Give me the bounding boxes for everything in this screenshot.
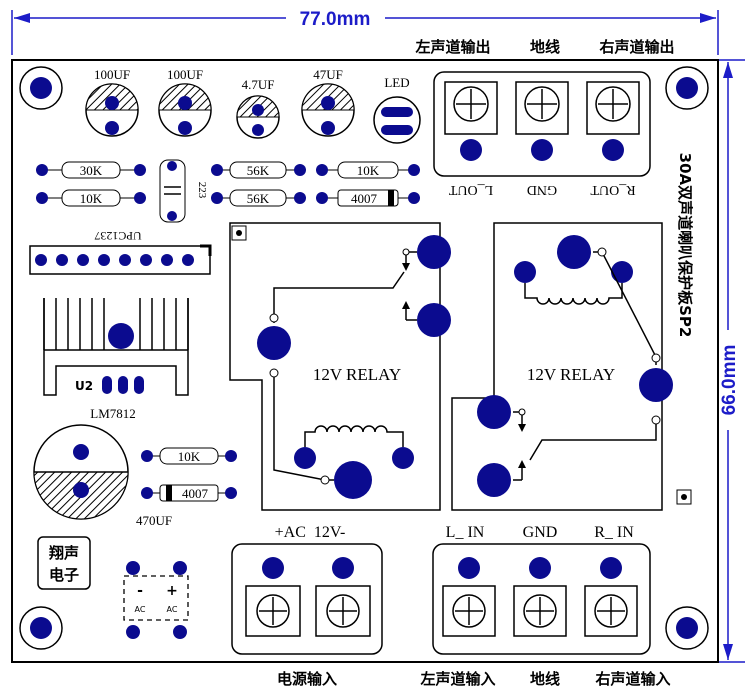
regulator-ref: U2: [75, 379, 93, 393]
mounting-hole-top-right: [665, 66, 709, 110]
terminal-screw-ac: [245, 585, 301, 637]
capacitor-c4: 47UF: [301, 67, 355, 137]
power-input-terminal: +AC 12V- 电源输入: [231, 524, 383, 688]
terminal-screw-12v: [315, 585, 371, 637]
resistor-r4: 56K: [211, 189, 306, 207]
heatsink-regulator: U2 LM7812: [43, 298, 189, 421]
capacitor-label: 47UF: [313, 67, 343, 82]
svg-text:AC: AC: [135, 605, 146, 614]
mounting-holes: [19, 66, 709, 650]
resistor-label: 30K: [80, 163, 103, 178]
svg-text:-: -: [137, 583, 143, 599]
relay-label: 12V RELAY: [313, 365, 401, 384]
mounting-hole-top-left: [19, 66, 63, 110]
width-dimension: 77.0mm: [11, 9, 719, 55]
terminal-screw-r-in: [584, 585, 638, 637]
left-input-label: 左声道输入: [419, 670, 495, 688]
bridge-rectifier: - + AC AC: [123, 561, 189, 639]
brand-label: 翔声 电子: [37, 536, 91, 590]
svg-text:翔声: 翔声: [48, 544, 79, 562]
resistor-r3: 56K: [211, 161, 306, 179]
svg-text:+: +: [166, 583, 178, 599]
diode-label: 4007: [351, 191, 378, 206]
signal-input-terminal: L_ IN GND R_ IN 左声道输入 地线 右声道输入: [419, 524, 670, 688]
ground-output-label: 地线: [530, 38, 560, 56]
mounting-hole-bottom-right: [665, 606, 709, 650]
terminal-screw-l-in: [442, 585, 496, 637]
board-side-title: 30A双声道喇叭保护板SP2: [676, 153, 694, 338]
capacitor-c1: 100UF: [85, 67, 139, 137]
led-label: LED: [384, 75, 409, 90]
right-input-label: 右声道输入: [595, 670, 670, 688]
terminal-screw-gnd-out: [515, 81, 569, 161]
left-output-label: 左声道输出: [414, 38, 490, 56]
led: LED: [373, 75, 421, 144]
output-terminal-block: 左声道输出 地线 右声道输出 L_OUT GND R_OUT: [414, 38, 674, 197]
svg-text:电子: 电子: [49, 566, 79, 584]
ic-upc1237: UPC1237: [29, 229, 212, 275]
diode-d2: 4007: [141, 484, 237, 502]
relay-right: 12V RELAY: [451, 222, 692, 511]
resistor-label: 10K: [80, 191, 103, 206]
terminal-screw-l-out: [444, 81, 498, 161]
capacitor-c3: 4.7UF: [236, 77, 280, 139]
power-pin-label: +AC 12V-: [275, 524, 346, 541]
height-label: 66.0mm: [719, 345, 740, 416]
relay-label: 12V RELAY: [527, 365, 615, 384]
capacitor-223: 223: [159, 159, 208, 223]
capacitor-label: 100UF: [94, 67, 130, 82]
resistor-r6: 10K: [141, 447, 237, 465]
diode-d1: 4007: [316, 189, 420, 207]
resistor-r5: 10K: [316, 161, 420, 179]
resistor-label: 10K: [178, 449, 201, 464]
svg-text:AC: AC: [167, 605, 178, 614]
l-out-pin-label: L_OUT: [448, 182, 493, 197]
right-output-label: 右声道输出: [599, 38, 674, 56]
resistor-label: 10K: [357, 163, 380, 178]
diode-label: 4007: [182, 486, 209, 501]
mounting-hole-bottom-left: [19, 606, 63, 650]
regulator-part: LM7812: [90, 406, 136, 421]
capacitor-label: 470UF: [136, 513, 172, 528]
r-out-pin-label: R_OUT: [590, 182, 636, 197]
gnd-in-pin-label: GND: [523, 524, 558, 541]
resistor-label: 56K: [247, 163, 270, 178]
l-in-pin-label: L_ IN: [446, 524, 485, 541]
resistor-r2: 10K: [36, 189, 146, 207]
capacitor-label: 4.7UF: [242, 77, 275, 92]
terminal-screw-gnd-in: [513, 585, 567, 637]
capacitor-c2: 100UF: [158, 67, 212, 137]
gnd-out-pin-label: GND: [527, 182, 557, 197]
height-dimension: 66.0mm: [700, 59, 745, 663]
r-in-pin-label: R_ IN: [594, 524, 634, 541]
width-label: 77.0mm: [300, 9, 371, 30]
power-input-label: 电源输入: [277, 670, 337, 688]
resistor-r1: 30K: [36, 161, 146, 179]
capacitor-label: 100UF: [167, 67, 203, 82]
capacitor-470uf: 470UF: [33, 424, 172, 528]
ground-input-label: 地线: [530, 670, 560, 688]
relay-left: 12V RELAY: [229, 222, 451, 511]
capacitor-label: 223: [196, 182, 208, 199]
resistor-label: 56K: [247, 191, 270, 206]
ic-label: UPC1237: [94, 229, 141, 243]
terminal-screw-r-out: [586, 81, 640, 161]
